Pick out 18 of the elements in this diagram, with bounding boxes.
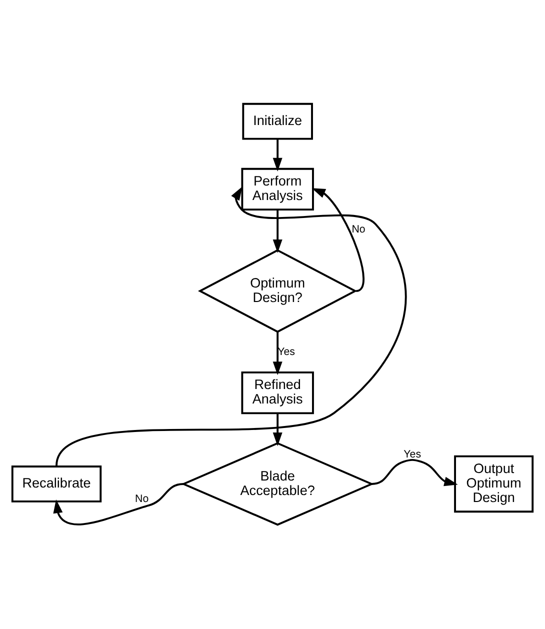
edge-label: Yes bbox=[278, 346, 296, 358]
arrow bbox=[372, 459, 458, 486]
edge-label: No bbox=[135, 493, 149, 506]
node-diamond: Blade Acceptable? bbox=[181, 442, 374, 526]
edge-label: No bbox=[352, 224, 366, 236]
node-box: Initialize bbox=[242, 102, 313, 140]
arrow bbox=[272, 332, 282, 376]
node-box: Output Optimum Design bbox=[454, 455, 534, 513]
node-box: Perform Analysis bbox=[241, 168, 314, 211]
arrow bbox=[56, 186, 407, 466]
arrow bbox=[272, 210, 282, 254]
arrow bbox=[272, 138, 282, 172]
node-diamond: Optimum Design? bbox=[198, 249, 358, 333]
arrow bbox=[272, 414, 282, 446]
node-box: Refined Analysis bbox=[241, 372, 314, 414]
arrow bbox=[53, 483, 184, 526]
edge-label: Yes bbox=[404, 448, 422, 461]
node-box: Recalibrate bbox=[11, 466, 102, 502]
